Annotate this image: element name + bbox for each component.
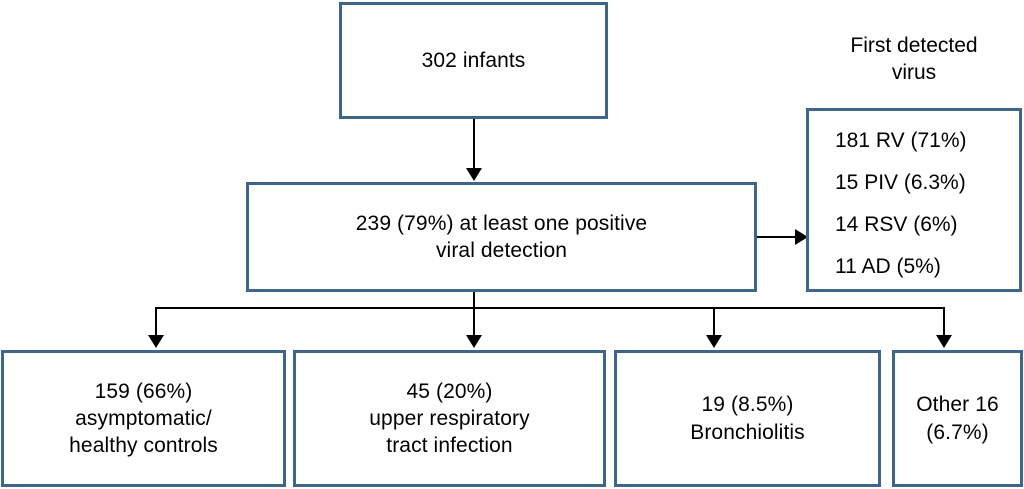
connector-total-to-positive (473, 119, 475, 171)
virus-list-item: 181 RV (71%) (835, 128, 967, 152)
node-positive-detection-label: 239 (79%) at least one positive viral de… (355, 211, 648, 262)
node-upper-respiratory-infection-label: 45 (20%) upper respiratory tract infecti… (369, 379, 530, 458)
arrowhead-positive-to-virus (795, 229, 808, 245)
node-positive-detection: 239 (79%) at least one positive viral de… (246, 182, 757, 292)
node-bronchiolitis: 19 (8.5%) Bronchiolitis (614, 350, 881, 487)
virus-list-item: 14 RSV (6%) (835, 212, 958, 236)
arrowhead-total-to-positive (466, 168, 482, 181)
caption-first-detected-virus: First detected virus (850, 34, 978, 85)
node-upper-respiratory-infection: 45 (20%) upper respiratory tract infecti… (293, 350, 606, 487)
connector-positive-bus-stem (473, 292, 475, 309)
connector-bus-to-bronchiolitis (713, 307, 715, 337)
node-asymptomatic-controls-label: 159 (66%) asymptomatic/ healthy controls (69, 379, 218, 458)
node-asymptomatic-controls: 159 (66%) asymptomatic/ healthy controls (1, 350, 286, 487)
arrowhead-bus-to-bronchiolitis (706, 335, 722, 348)
node-other: Other 16 (6.7%) (892, 350, 1023, 487)
virus-list-item: 11 AD (5%) (835, 254, 941, 278)
virus-list-item: 15 PIV (6.3%) (835, 170, 966, 194)
arrowhead-bus-to-urti (466, 335, 482, 348)
node-bronchiolitis-label: 19 (8.5%) Bronchiolitis (690, 393, 805, 444)
node-other-label: Other 16 (6.7%) (916, 393, 999, 444)
node-total-infants-label: 302 infants (421, 48, 526, 72)
connector-bus-to-asymptomatic (155, 307, 157, 337)
arrowhead-bus-to-asymptomatic (148, 335, 164, 348)
connector-positive-to-virus (757, 236, 797, 238)
connector-bus-to-urti (473, 307, 475, 337)
connector-bus-horizontal (155, 307, 944, 309)
arrowhead-bus-to-other (936, 335, 952, 348)
node-total-infants: 302 infants (339, 2, 608, 119)
connector-bus-to-other (943, 307, 945, 337)
node-first-detected-virus: 181 RV (71%) 15 PIV (6.3%) 14 RSV (6%) 1… (806, 108, 1022, 292)
